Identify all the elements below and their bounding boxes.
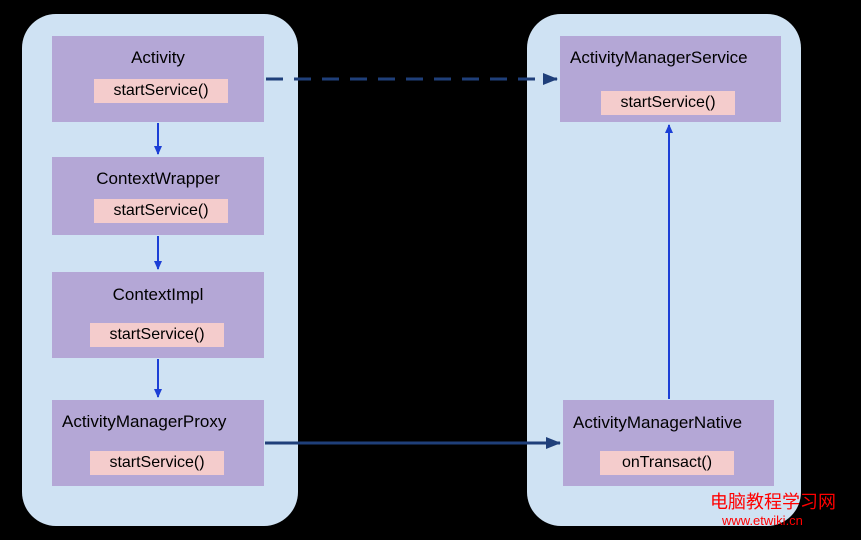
activity-manager-service-method: startService(): [601, 91, 735, 115]
watermark-site-name: 电脑教程学习网: [710, 492, 836, 513]
context-impl-box: ContextImpl startService(): [52, 272, 264, 358]
activity-box: Activity startService(): [52, 36, 264, 122]
context-impl-method: startService(): [90, 323, 224, 347]
context-wrapper-title: ContextWrapper: [96, 169, 220, 188]
activity-manager-proxy-method: startService(): [90, 451, 224, 475]
context-wrapper-box: ContextWrapper startService(): [52, 157, 264, 235]
activity-manager-service-title: ActivityManagerService: [570, 48, 748, 67]
activity-title: Activity: [131, 48, 185, 67]
context-impl-title: ContextImpl: [112, 285, 204, 304]
activity-manager-proxy-title: ActivityManagerProxy: [62, 412, 227, 431]
activity-manager-native-box: ActivityManagerNative onTransact(): [563, 400, 774, 486]
activity-method: startService(): [94, 79, 228, 103]
activity-manager-native-method: onTransact(): [600, 451, 734, 475]
context-wrapper-method: startService(): [94, 199, 228, 223]
activity-manager-proxy-box: ActivityManagerProxy startService(): [52, 400, 264, 486]
activity-manager-native-title: ActivityManagerNative: [573, 413, 743, 432]
watermark-url: www.etwiki.cn: [722, 513, 803, 528]
activity-manager-service-box: ActivityManagerService startService(): [560, 36, 781, 122]
